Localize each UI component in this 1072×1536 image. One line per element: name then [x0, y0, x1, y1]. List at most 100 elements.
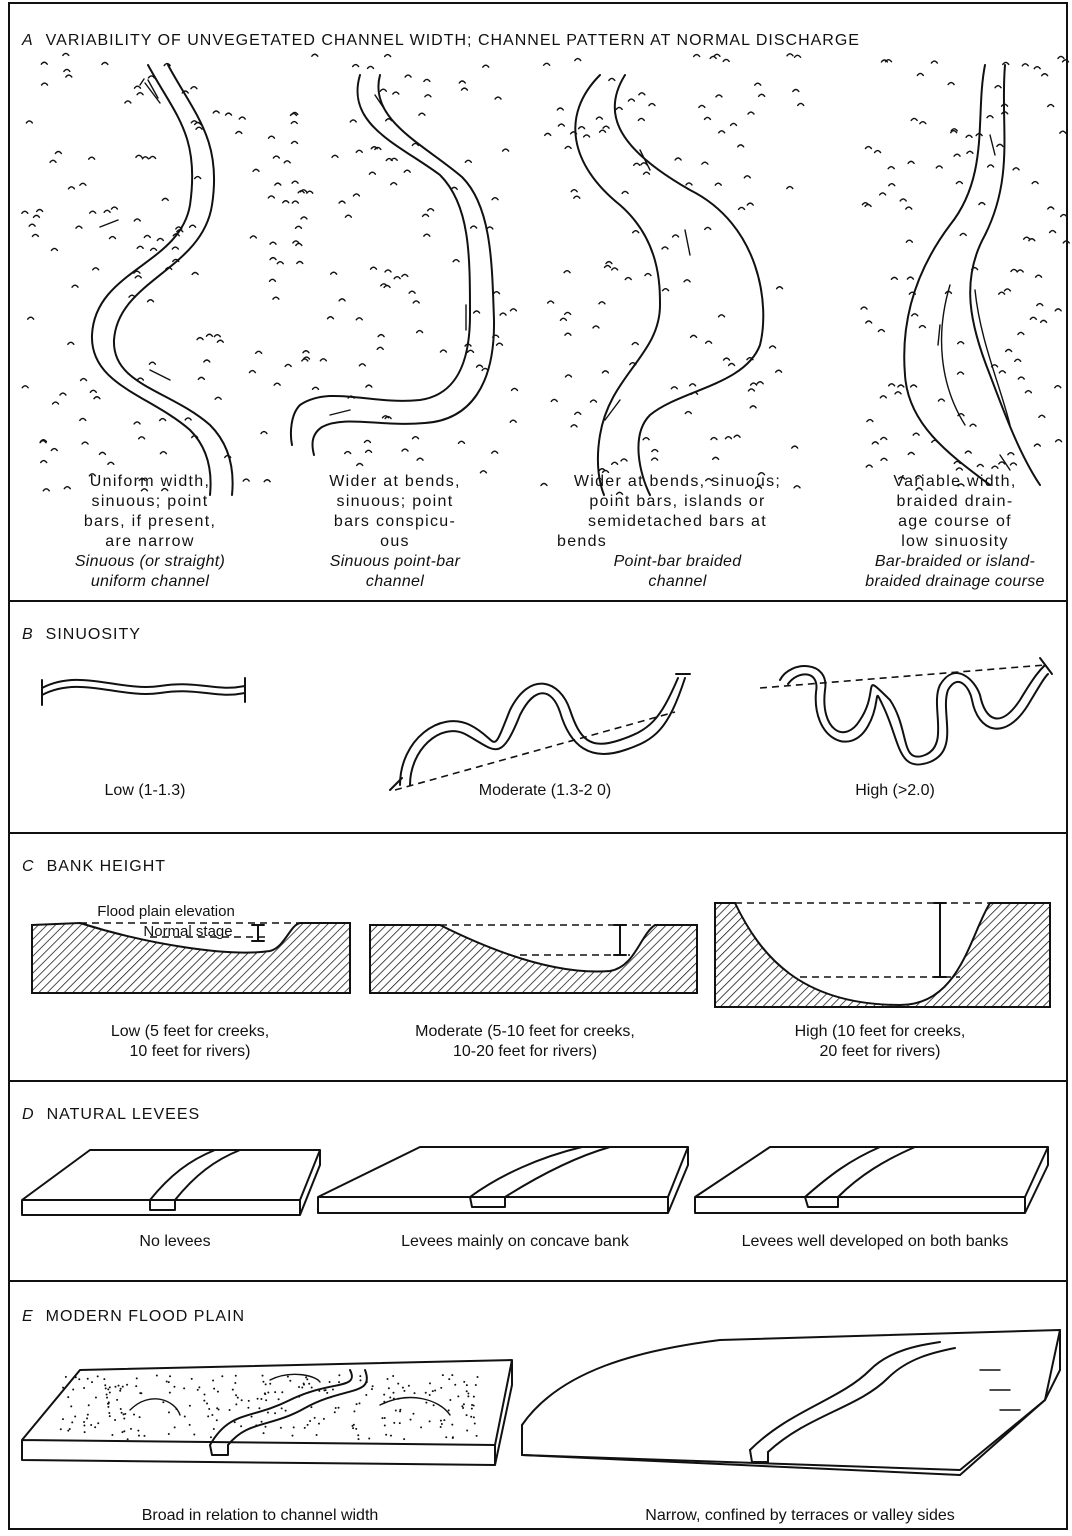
item-3-desc-line: semidetached bars at	[545, 512, 810, 532]
stipple-dot	[262, 1381, 264, 1383]
vegetation-mark	[63, 53, 69, 55]
vegetation-mark	[1060, 131, 1066, 133]
vegetation-mark	[236, 131, 242, 133]
vegetation-mark	[42, 83, 48, 85]
stipple-dot	[208, 1408, 210, 1410]
vegetation-mark	[977, 464, 983, 466]
stipple-dot	[258, 1407, 260, 1409]
stipple-dot	[463, 1381, 465, 1383]
vegetation-mark	[494, 292, 500, 294]
panel-d-title: DNATURAL LEVEES	[22, 1106, 200, 1124]
vegetation-mark	[129, 295, 135, 297]
vegetation-mark	[685, 412, 691, 414]
item-3-desc-line: point bars, islands or	[545, 492, 810, 512]
vegetation-mark	[731, 123, 737, 125]
stipple-dot	[109, 1392, 111, 1394]
vegetation-mark	[544, 63, 550, 65]
stipple-dot	[168, 1381, 170, 1383]
panel-c-title: CBANK HEIGHT	[22, 858, 166, 876]
stipple-dot	[323, 1418, 325, 1420]
vegetation-mark	[548, 301, 554, 303]
stipple-dot	[184, 1416, 186, 1418]
vegetation-mark	[195, 177, 201, 179]
vegetation-mark	[684, 280, 690, 282]
stipple-dot	[471, 1408, 473, 1410]
stipple-dot	[65, 1376, 67, 1378]
item-2-desc-line: ous	[275, 532, 515, 552]
stipple-dot	[120, 1408, 122, 1410]
vegetation-mark	[960, 233, 966, 235]
vegetation-mark	[440, 350, 446, 352]
levee-both-banks-block	[695, 1147, 1048, 1213]
vegetation-mark	[458, 441, 464, 443]
stipple-dot	[109, 1386, 111, 1388]
vegetation-mark	[1055, 386, 1061, 388]
item-3-desc-line: Wider at bends, sinuous;	[545, 472, 810, 492]
vegetation-mark	[560, 318, 566, 320]
vegetation-mark	[992, 466, 998, 468]
vegetation-mark	[1041, 320, 1047, 322]
stipple-dot	[127, 1438, 129, 1440]
vegetation-mark	[226, 113, 232, 115]
stipple-dot	[285, 1410, 287, 1412]
vegetation-mark	[151, 248, 157, 250]
stipple-dot	[338, 1407, 340, 1409]
panel-a-item-4-caption: Variable width, braided drain- age cours…	[840, 472, 1070, 592]
vegetation-mark	[182, 91, 188, 93]
stipple-dot	[235, 1403, 237, 1405]
vegetation-mark	[104, 210, 110, 212]
vegetation-mark	[956, 468, 962, 470]
vegetation-mark	[304, 357, 310, 359]
vegetation-mark	[313, 387, 319, 389]
vegetation-mark	[738, 145, 744, 147]
vegetation-mark	[880, 396, 886, 398]
stipple-dot	[388, 1387, 390, 1389]
vegetation-mark	[402, 449, 408, 451]
levees-concave-label: Levees mainly on concave bank	[365, 1232, 665, 1252]
stipple-dot	[189, 1405, 191, 1407]
vegetation-mark	[675, 158, 681, 160]
panel-a-title: AVARIABILITY OF UNVEGETATED CHANNEL WIDT…	[22, 32, 860, 50]
stipple-dot	[316, 1434, 318, 1436]
vegetation-mark	[881, 60, 887, 62]
vegetation-mark	[565, 375, 571, 377]
stipple-dot	[264, 1426, 266, 1428]
vegetation-mark	[29, 224, 35, 226]
vegetation-mark	[33, 215, 39, 217]
item-1-name-line: Sinuous (or straight)	[30, 552, 270, 572]
panel-a-item-2-caption: Wider at bends, sinuous; point bars cons…	[275, 472, 515, 592]
vegetation-mark	[357, 463, 363, 465]
stipple-dot	[123, 1430, 125, 1432]
vegetation-mark	[76, 226, 82, 228]
stipple-dot	[133, 1414, 135, 1416]
stipple-dot	[169, 1392, 171, 1394]
stipple-dot	[87, 1414, 89, 1416]
vegetation-mark	[907, 277, 913, 279]
stipple-dot	[473, 1396, 475, 1398]
vegetation-mark	[277, 262, 283, 264]
stipple-dot	[217, 1391, 219, 1393]
stipple-dot	[139, 1392, 141, 1394]
vegetation-mark	[275, 183, 281, 185]
vegetation-mark	[32, 234, 38, 236]
vegetation-mark	[1024, 237, 1030, 239]
stipple-dot	[278, 1398, 280, 1400]
vegetation-mark	[992, 365, 998, 367]
stipple-dot	[385, 1434, 387, 1436]
vegetation-mark	[292, 141, 298, 143]
stipple-dot	[466, 1384, 468, 1386]
panel-a-channel-sketches	[0, 55, 1072, 525]
stipple-dot	[114, 1386, 116, 1388]
vegetation-mark	[137, 378, 143, 380]
vegetation-mark	[909, 292, 915, 294]
vegetation-mark	[93, 268, 99, 270]
panel-b-sinuosity-sketches	[0, 650, 1072, 790]
vegetation-mark	[137, 93, 143, 95]
stipple-dot	[251, 1416, 253, 1418]
vegetation-mark	[424, 79, 430, 81]
stipple-dot	[441, 1423, 443, 1425]
vegetation-mark	[706, 341, 712, 343]
bank-height-low-label: Low (5 feet for creeks, 10 feet for rive…	[70, 1022, 310, 1062]
stipple-dot	[193, 1434, 195, 1436]
stipple-dot	[355, 1428, 357, 1430]
